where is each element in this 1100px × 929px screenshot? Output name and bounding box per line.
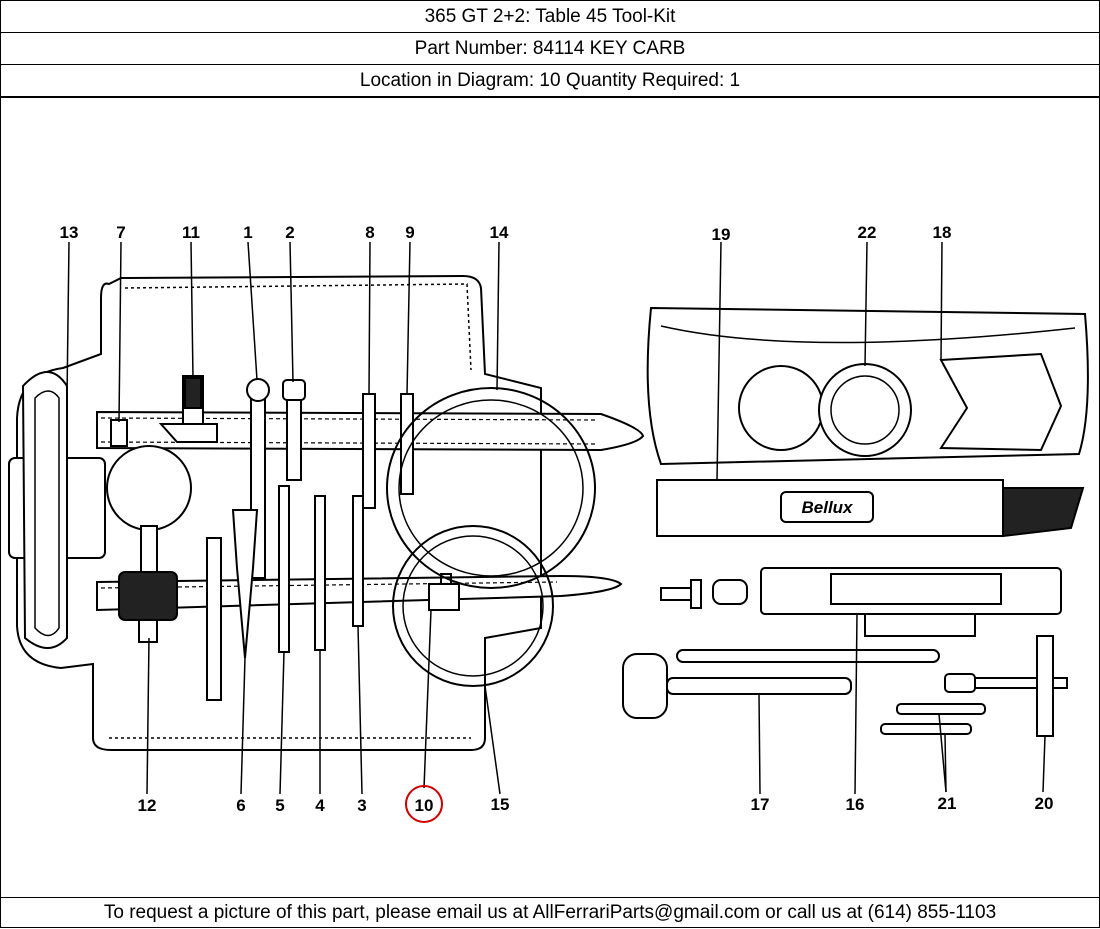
bellux-label: Bellux <box>801 498 854 517</box>
callout-10: 10 <box>415 796 434 815</box>
tool-roll-illustration <box>8 274 645 751</box>
callout-17: 17 <box>751 795 770 814</box>
callout-13: 13 <box>60 223 79 242</box>
highlight-circle <box>405 785 443 823</box>
jack-and-tools-illustration: Bellux <box>622 306 1089 737</box>
callout-14: 14 <box>490 223 509 242</box>
contact-footer: To request a picture of this part, pleas… <box>0 897 1100 929</box>
callout-6: 6 <box>236 796 245 815</box>
callout-9: 9 <box>405 223 414 242</box>
callout-4: 4 <box>315 796 325 815</box>
callout-15: 15 <box>491 795 510 814</box>
page-title: 365 GT 2+2: Table 45 Tool-Kit <box>0 1 1100 33</box>
callout-8: 8 <box>365 223 374 242</box>
diagram-location: Location in Diagram: 10 Quantity Require… <box>0 65 1100 97</box>
callout-16: 16 <box>846 795 865 814</box>
callout-12: 12 <box>138 796 157 815</box>
callout-3: 3 <box>357 796 366 815</box>
tool-kit-diagram: Bellux <box>1 97 1099 897</box>
callout-2: 2 <box>285 223 294 242</box>
callout-7: 7 <box>116 223 125 242</box>
callout-18: 18 <box>933 223 952 242</box>
callout-11: 11 <box>182 223 200 242</box>
callout-19: 19 <box>712 225 731 244</box>
callout-20: 20 <box>1035 794 1054 813</box>
part-number: Part Number: 84114 KEY CARB <box>0 33 1100 65</box>
callout-21: 21 <box>938 794 957 813</box>
callout-leaders <box>66 241 1046 795</box>
callout-1: 1 <box>243 223 252 242</box>
callout-5: 5 <box>275 796 284 815</box>
callout-22: 22 <box>858 223 877 242</box>
